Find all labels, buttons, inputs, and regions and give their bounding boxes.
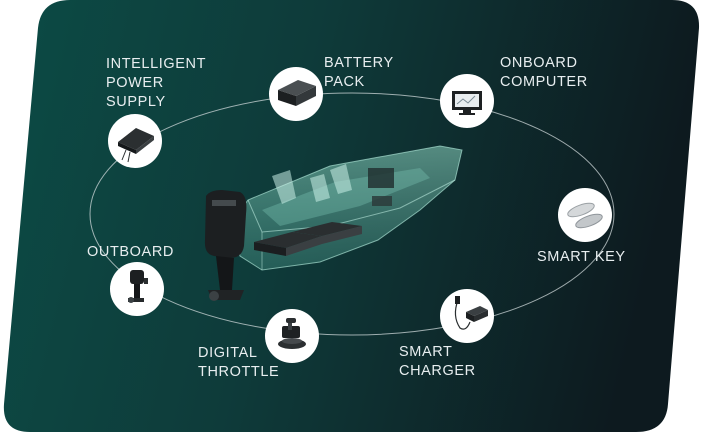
battery-pack-icon xyxy=(278,80,316,106)
label-intelligent-power-supply: INTELLIGENT POWER SUPPLY xyxy=(106,56,207,110)
smart-charger-node[interactable] xyxy=(440,289,494,343)
smart-key-node[interactable] xyxy=(558,188,612,242)
power-supply-icon xyxy=(118,128,154,163)
electric-boat-icon xyxy=(204,145,463,301)
power-supply-node[interactable] xyxy=(108,114,162,168)
onboard-computer-node[interactable] xyxy=(440,74,494,128)
label-onboard-computer: ONBOARD COMPUTER xyxy=(500,55,588,90)
digital-throttle-node[interactable] xyxy=(265,309,319,363)
outboard-motor-icon xyxy=(128,270,148,303)
onboard-computer-icon xyxy=(452,91,482,115)
smart-charger-icon xyxy=(454,296,488,330)
digital-throttle-icon xyxy=(278,318,306,349)
label-digital-throttle: DIGITAL THROTTLE xyxy=(198,345,280,380)
outboard-node[interactable] xyxy=(110,262,164,316)
label-smart-charger: SMART CHARGER xyxy=(399,344,476,379)
battery-pack-node[interactable] xyxy=(269,67,323,121)
label-outboard: OUTBOARD xyxy=(87,244,174,260)
smart-key-icon xyxy=(567,202,603,229)
connection-ring xyxy=(89,92,615,336)
label-smart-key: SMART KEY xyxy=(537,249,626,265)
label-battery-pack: BATTERY PACK xyxy=(324,55,394,90)
